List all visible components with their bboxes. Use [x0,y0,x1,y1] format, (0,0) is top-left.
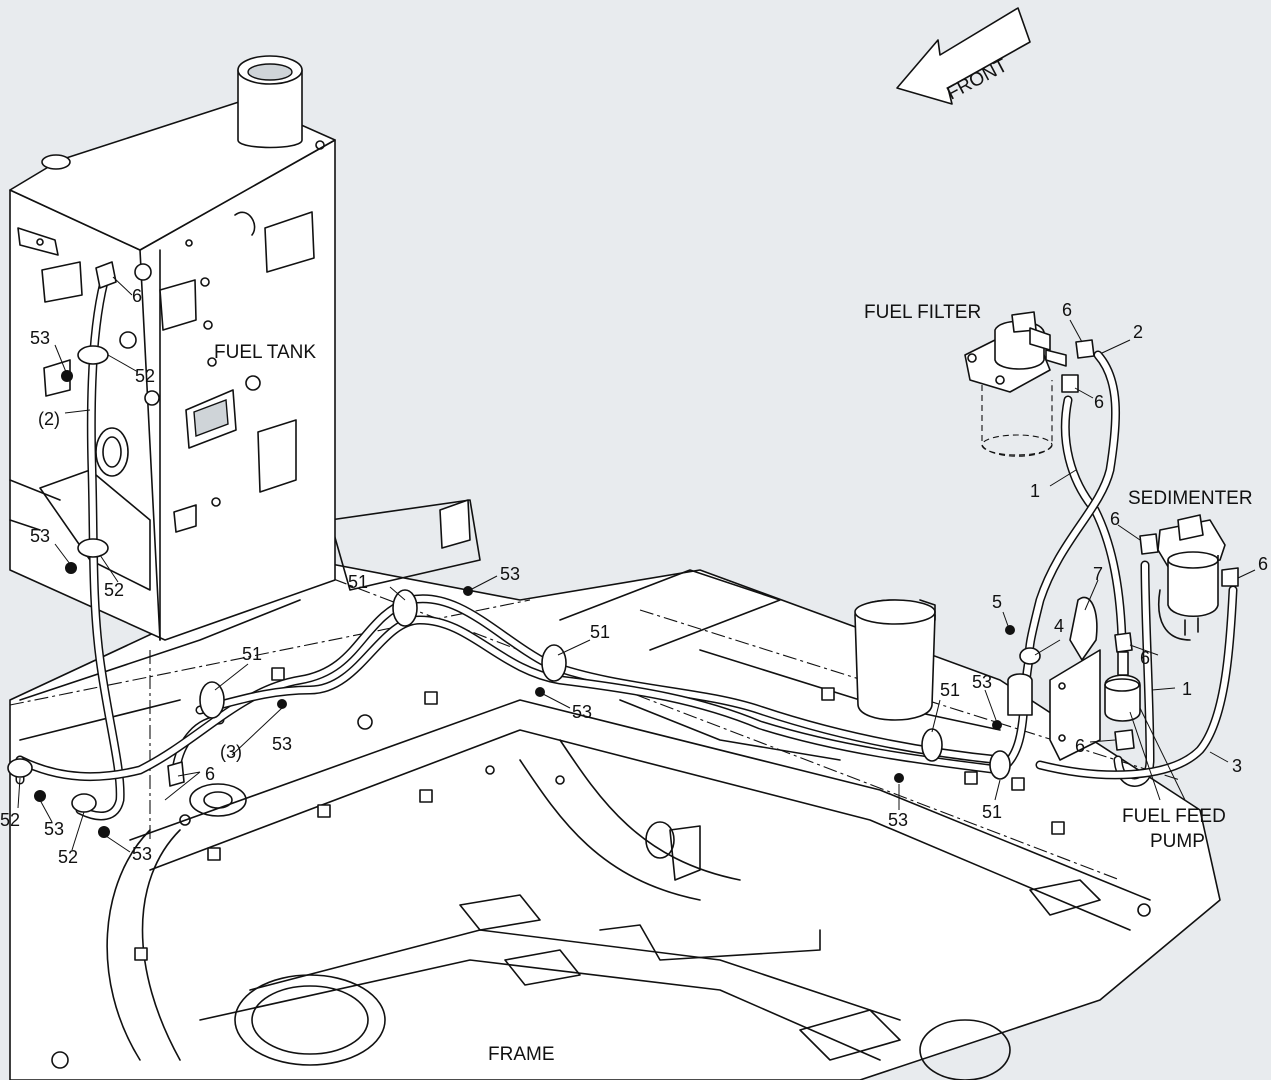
fuel-filter-label: FUEL FILTER [864,302,981,323]
fuel-feed-pump-label-line1: FUEL FEED [1122,806,1226,827]
hose-fittings [95,261,1239,787]
callout-51: 51 [940,680,960,700]
callout-53: 53 [30,526,50,546]
callout-53: 53 [972,672,992,692]
component-labels: FUEL TANK FUEL FILTER SEDIMENTER FUEL FE… [214,302,1253,1065]
callout-1: 1 [1182,679,1192,699]
callout-2-paren: (2) [38,409,60,429]
callout-6: 6 [1062,300,1072,320]
callout-6: 6 [1140,648,1150,668]
bolts [34,370,1015,838]
callout-51: 51 [590,622,610,642]
fuel-feed-pump-label-line2: PUMP [1150,831,1205,852]
sedimenter [1157,514,1226,641]
callout-52: 52 [135,366,155,386]
callout-6: 6 [1094,392,1104,412]
fuel-feed-pump [1007,596,1141,761]
callout-52: 52 [0,810,20,830]
callout-53: 53 [44,819,64,839]
callout-6: 6 [205,764,215,784]
callout-6: 6 [1075,736,1085,756]
sedimenter-label: SEDIMENTER [1128,488,1253,509]
callout-6: 6 [1258,554,1268,574]
callout-6: 6 [1110,509,1120,529]
callout-52: 52 [58,847,78,867]
part-callouts: 6 53 52 (2) 53 52 52 53 52 53 (3) 6 53 5… [0,286,1268,867]
callout-53: 53 [30,328,50,348]
callout-53: 53 [272,734,292,754]
leader-lines [17,276,1256,853]
callout-53: 53 [500,564,520,584]
fuel-filter [964,311,1067,457]
reservoir [854,599,936,721]
fuel-hoses [15,277,1238,821]
callout-6: 6 [132,286,142,306]
hose-clamps [7,345,1041,813]
frame-label: FRAME [488,1044,555,1065]
callout-3-paren: (3) [220,742,242,762]
callout-53: 53 [132,844,152,864]
callout-51: 51 [348,572,368,592]
fuel-tank-label: FUEL TANK [214,342,316,363]
front-direction-arrow: FRONT [896,7,1031,105]
callout-3: 3 [1232,756,1242,776]
callout-51: 51 [982,802,1002,822]
callout-2: 2 [1133,322,1143,342]
callout-51: 51 [242,644,262,664]
callout-53: 53 [888,810,908,830]
callout-52: 52 [104,580,124,600]
callout-7: 7 [1093,564,1103,584]
callout-4: 4 [1054,616,1064,636]
callout-1: 1 [1030,481,1040,501]
callout-53: 53 [572,702,592,722]
callout-5: 5 [992,592,1002,612]
